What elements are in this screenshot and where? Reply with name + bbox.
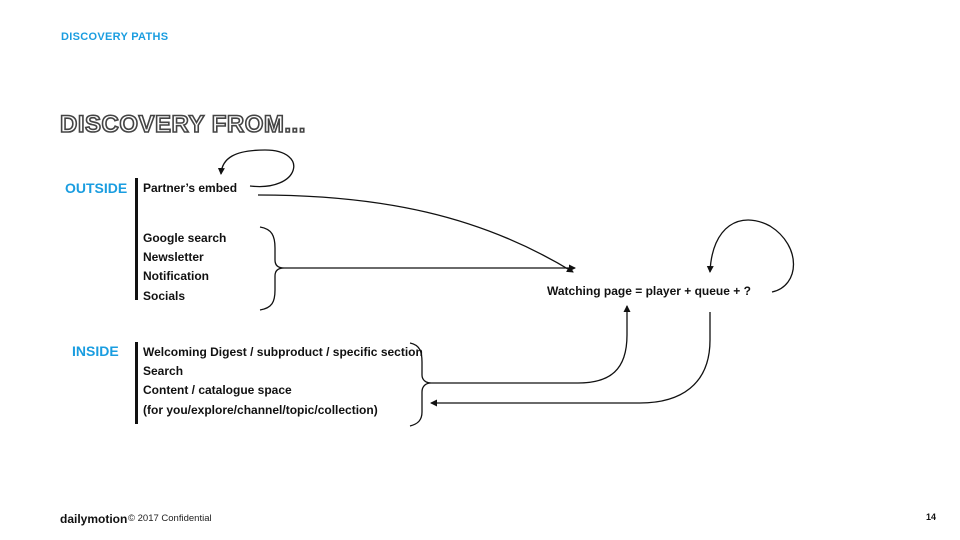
inside-item-content-catalogue: Content / catalogue space [143,383,292,397]
outside-item-newsletter: Newsletter [143,250,204,264]
watching-page-loop-arrow [706,219,794,293]
outside-bar [135,178,138,300]
outside-item-google-search: Google search [143,231,227,245]
confidential-notice: © 2017 Confidential [128,513,212,524]
inside-item-catalogue-subsections: (for you/explore/channel/topic/collectio… [143,403,378,417]
inside-bar [135,342,138,424]
outside-item-partner-embed: Partner’s embed [143,181,238,195]
inside-label: INSIDE [72,343,119,359]
page-number: 14 [925,512,936,522]
watching-to-inside-arrow [430,312,711,407]
inside-item-welcoming-digest: Welcoming Digest / subproduct / specific… [143,345,423,359]
outside-item-socials: Socials [143,289,186,303]
slide-title: DISCOVERY FROM... [59,110,306,139]
inside-item-search: Search [143,364,184,378]
outside-item-notification: Notification [143,269,209,283]
inside-items-brace [409,342,432,427]
section-label: DISCOVERY PATHS [61,31,169,43]
inside-to-watching-arrow [431,305,631,384]
partner-embed-to-watching-arrow [257,194,574,273]
outside-items-brace [259,226,285,311]
outside-label: OUTSIDE [65,180,128,196]
dailymotion-logo: dailymotion [60,512,128,526]
watching-page-node: Watching page = player + queue + ? [547,284,751,298]
partner-embed-loop-arrow [217,149,295,188]
